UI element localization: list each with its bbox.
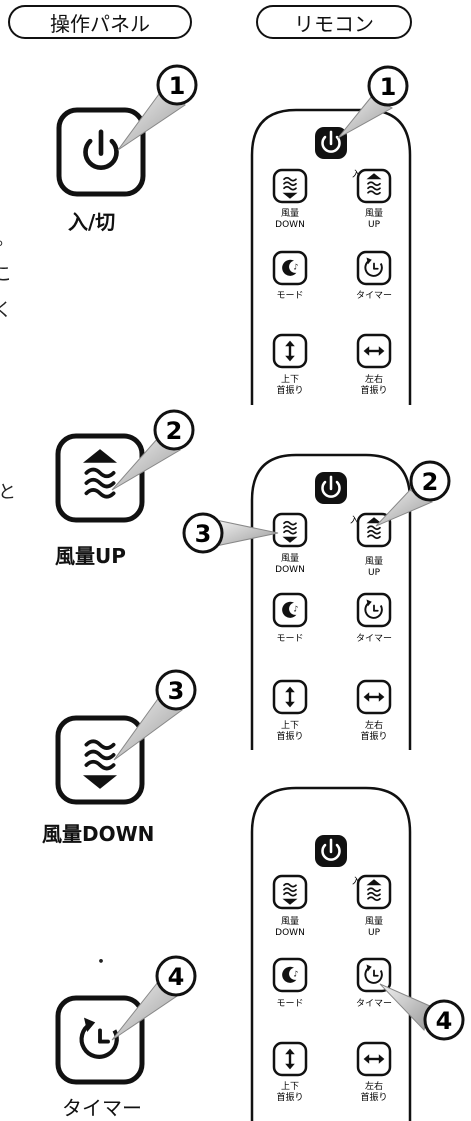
remote-1-horizontal-swing-button[interactable] xyxy=(356,333,392,369)
callout-3-remote: 3 xyxy=(182,512,279,554)
svg-text:風量: 風量 xyxy=(365,556,383,567)
svg-text:UP: UP xyxy=(368,220,381,230)
callout-2-remote: 2 xyxy=(375,460,451,527)
side-fragment: く xyxy=(0,300,12,321)
panel-fan-down-button[interactable] xyxy=(58,718,142,802)
remote-2: 入/切 風量 DOWN 風量 UP モード タイマー 上下 首振り 左右 首振り xyxy=(250,453,412,750)
callout-4-remote: 4 xyxy=(379,983,465,1041)
svg-text:左右: 左右 xyxy=(365,719,383,731)
callout-1-remote: 1 xyxy=(337,65,409,139)
svg-text:首振り: 首振り xyxy=(360,1091,387,1103)
remote-2-horizontal-swing-button[interactable] xyxy=(356,679,392,715)
side-fragment: 。 xyxy=(0,225,14,251)
remote-2-power-button[interactable] xyxy=(315,472,347,504)
svg-text:首振り: 首振り xyxy=(360,384,387,396)
svg-text:UP: UP xyxy=(368,568,381,578)
side-fragment: と xyxy=(0,482,16,503)
svg-text:左右: 左右 xyxy=(365,373,383,385)
svg-text:1: 1 xyxy=(380,73,397,101)
svg-text:上下: 上下 xyxy=(281,1081,299,1092)
svg-text:上下: 上下 xyxy=(281,374,299,385)
svg-text:上下: 上下 xyxy=(281,720,299,731)
svg-text:モード: モード xyxy=(276,634,303,644)
remote-3-horizontal-swing-button[interactable] xyxy=(356,1041,392,1077)
callout-2-panel: 2 xyxy=(111,409,195,491)
svg-text:風量: 風量 xyxy=(281,916,299,927)
remote-1-vertical-swing-button[interactable] xyxy=(272,333,308,369)
panel-fan-up-label: 風量UP xyxy=(55,544,126,568)
svg-text:モード: モード xyxy=(276,291,303,301)
svg-text:4: 4 xyxy=(168,963,185,991)
svg-text:モード: モード xyxy=(276,999,303,1009)
callout-4-panel: 4 xyxy=(111,955,197,1041)
remote-2-mode-button[interactable] xyxy=(272,592,308,628)
panel-timer-label: タイマー xyxy=(62,1096,142,1120)
svg-text:左右: 左右 xyxy=(365,1080,383,1092)
callout-3-panel: 3 xyxy=(113,669,197,761)
side-fragment: こ xyxy=(0,264,12,285)
remote-3-fan-up-button[interactable] xyxy=(356,874,392,910)
svg-text:2: 2 xyxy=(422,468,439,496)
svg-text:タイマー: タイマー xyxy=(356,998,392,1009)
remote-1-timer-button[interactable] xyxy=(356,250,392,286)
callout-1-label: 1 xyxy=(169,72,186,100)
svg-text:首振り: 首振り xyxy=(276,1091,303,1103)
remote-3-fan-down-button[interactable] xyxy=(272,874,308,910)
svg-text:4: 4 xyxy=(436,1007,453,1035)
remote-1-fan-down-button[interactable] xyxy=(272,168,308,204)
remote-3-vertical-swing-button[interactable] xyxy=(272,1041,308,1077)
svg-text:DOWN: DOWN xyxy=(275,220,305,230)
remote-1-fan-up-button[interactable] xyxy=(356,168,392,204)
svg-text:風量: 風量 xyxy=(365,916,383,927)
panel-header-label: 操作パネル xyxy=(50,11,150,36)
panel-fan-down-label: 風量DOWN xyxy=(42,822,155,846)
panel-power-button[interactable] xyxy=(59,110,143,194)
svg-text:首振り: 首振り xyxy=(276,384,303,396)
remote-2-timer-button[interactable] xyxy=(356,592,392,628)
panel-header: 操作パネル xyxy=(8,5,192,39)
remote-3-mode-button[interactable] xyxy=(272,957,308,993)
remote-header: リモコン xyxy=(256,5,412,39)
svg-text:DOWN: DOWN xyxy=(275,565,305,575)
svg-text:DOWN: DOWN xyxy=(275,928,305,938)
svg-text:タイマー: タイマー xyxy=(356,633,392,644)
remote-header-label: リモコン xyxy=(294,11,374,36)
svg-text:3: 3 xyxy=(168,677,185,705)
svg-text:首振り: 首振り xyxy=(276,730,303,742)
svg-text:タイマー: タイマー xyxy=(356,290,392,301)
remote-1-power-button[interactable] xyxy=(315,127,347,159)
svg-text:3: 3 xyxy=(195,520,212,548)
svg-text:2: 2 xyxy=(166,417,183,445)
remote-1: 入/切 風量 DOWN 風量 UP モード タイマー 上下 首振り 左右 首振り xyxy=(250,108,412,405)
remote-2-vertical-swing-button[interactable] xyxy=(272,679,308,715)
svg-text:風量: 風量 xyxy=(281,553,299,564)
svg-text:首振り: 首振り xyxy=(360,730,387,742)
panel-power-label: 入/切 xyxy=(68,210,116,234)
svg-text:風量: 風量 xyxy=(281,208,299,219)
remote-3: 入/切 風量 DOWN 風量 UP モード タイマー 上下 首振り 左右 首振り xyxy=(250,786,412,1121)
panel-timer-button[interactable] xyxy=(58,998,142,1082)
svg-text:UP: UP xyxy=(368,928,381,938)
remote-1-mode-button[interactable] xyxy=(272,250,308,286)
callout-1-panel: 1 xyxy=(117,64,198,151)
remote-2-fan-down-button[interactable] xyxy=(272,512,308,548)
svg-text:風量: 風量 xyxy=(365,208,383,219)
remote-3-power-button[interactable] xyxy=(315,835,347,867)
side-fragment: ・ xyxy=(92,952,110,973)
